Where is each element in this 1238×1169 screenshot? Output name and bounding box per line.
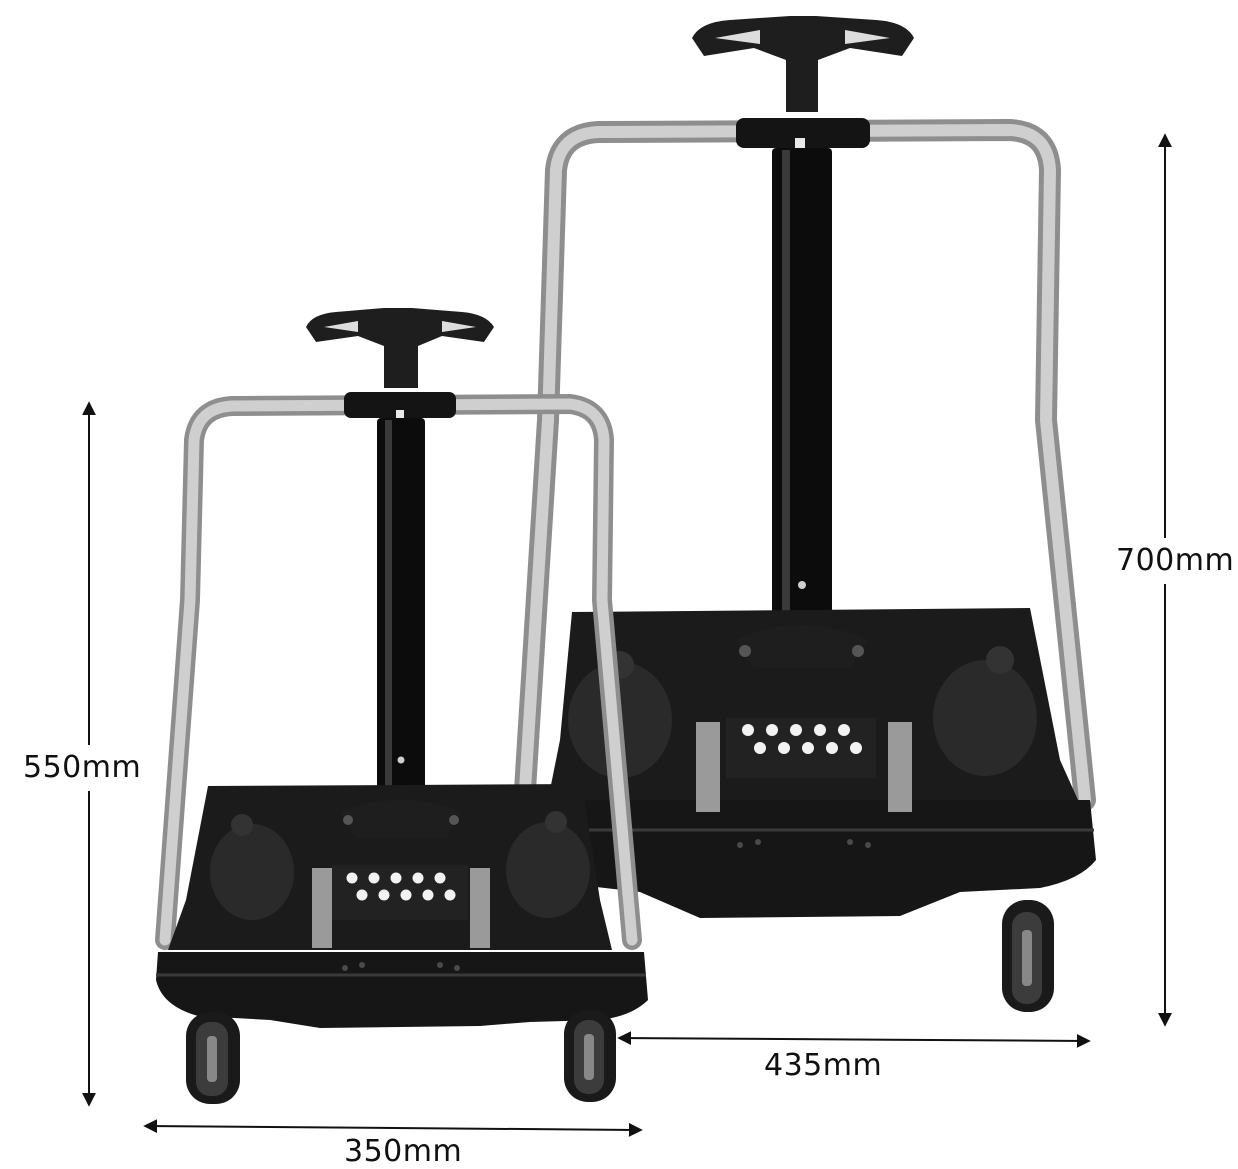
- large-height-label: 700mm: [1116, 543, 1235, 578]
- large-trolley: [514, 16, 1096, 1012]
- large-trolley-handle: [692, 16, 914, 148]
- small-width-label: 350mm: [344, 1134, 463, 1169]
- small-trolley-handle: [306, 308, 494, 418]
- large-width-arrow: [617, 1031, 1091, 1048]
- small-trolley-pole: [377, 418, 425, 798]
- large-width-label: 435mm: [764, 1048, 883, 1083]
- large-trolley-base: [537, 608, 1096, 918]
- small-trolley: [155, 308, 648, 1104]
- small-trolley-wheel-left: [186, 1012, 240, 1104]
- small-width-arrow: [143, 1119, 643, 1137]
- large-trolley-wheel: [1002, 900, 1054, 1012]
- small-height-label: 550mm: [23, 750, 142, 785]
- small-trolley-wheel-right: [564, 1010, 616, 1102]
- small-trolley-base: [156, 784, 648, 1028]
